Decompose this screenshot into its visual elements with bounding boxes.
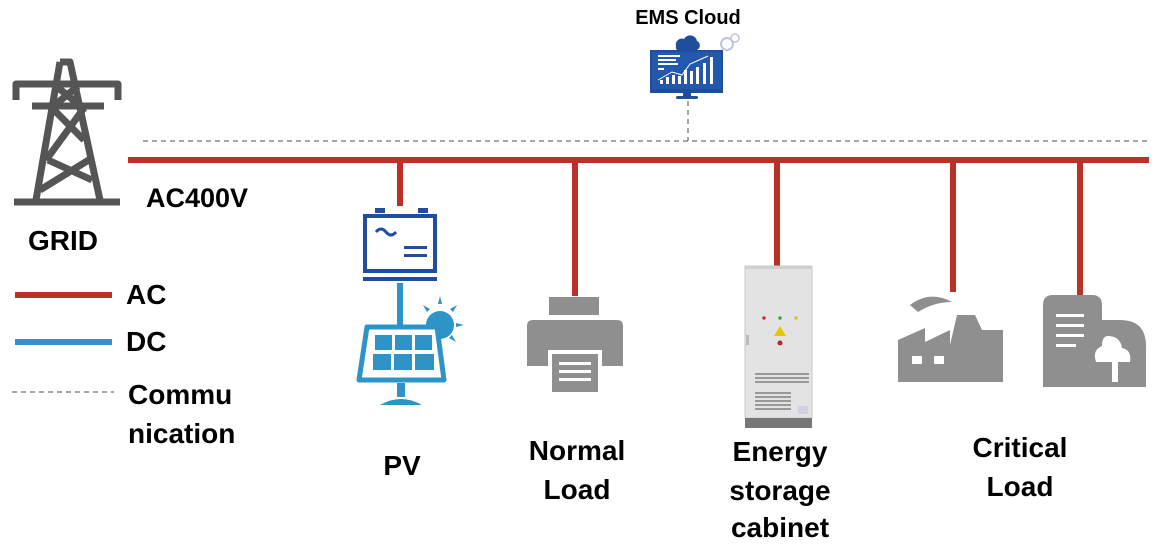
legend-comm-label-1: Commu <box>128 379 232 410</box>
bus-voltage-label: AC400V <box>146 183 248 213</box>
normal-load-label-1: Normal <box>529 435 625 466</box>
inverter-icon <box>363 208 437 281</box>
building-icon <box>1043 295 1146 387</box>
solar-panel-icon <box>356 283 464 405</box>
pv-label: PV <box>383 450 421 481</box>
critical-load-label-2: Load <box>987 471 1054 502</box>
critical-load-label-1: Critical <box>973 432 1068 463</box>
ems-monitor-icon <box>650 33 740 99</box>
legend-comm-label-2: nication <box>128 418 235 449</box>
printer-icon <box>527 297 623 392</box>
factory-icon <box>898 296 1003 382</box>
legend-dc-label: DC <box>126 326 166 357</box>
ac-bus <box>128 157 1149 296</box>
storage-label-3: cabinet <box>731 512 829 543</box>
storage-label-2: storage <box>729 475 830 506</box>
storage-label-1: Energy <box>733 436 828 467</box>
normal-load-label-2: Load <box>544 474 611 505</box>
legend-ac-label: AC <box>126 279 166 310</box>
grid-tower-icon <box>12 58 122 206</box>
grid-label: GRID <box>28 225 98 256</box>
ems-cloud-label: EMS Cloud <box>635 7 741 29</box>
storage-cabinet-icon <box>744 265 813 428</box>
